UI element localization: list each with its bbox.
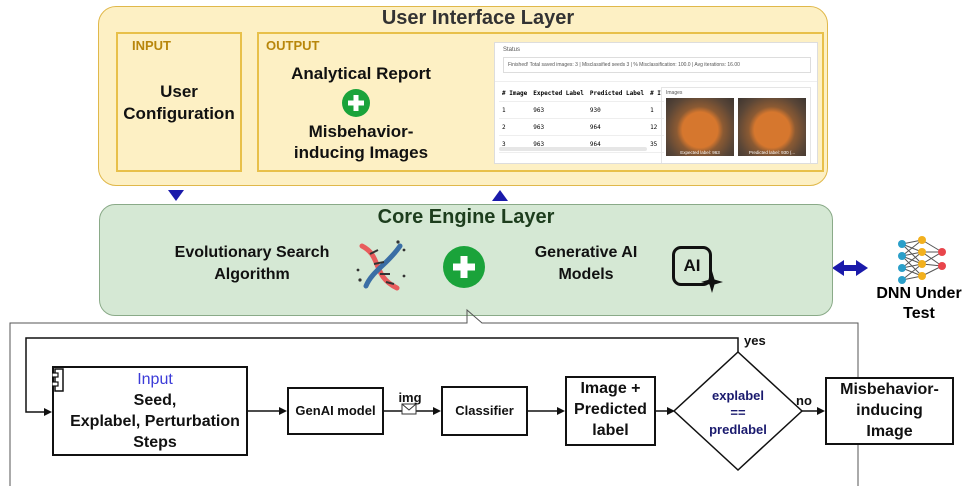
plus-icon — [443, 246, 485, 288]
table-cell: 1 — [499, 101, 531, 119]
user-config-line1: User — [160, 82, 198, 101]
table-cell: 963 — [530, 101, 587, 119]
table-cell: 12 — [647, 118, 664, 136]
misbehavior-images-line1: Misbehavior- — [308, 122, 414, 141]
genai-model-label: GenAI model — [295, 403, 376, 418]
evo-search-line1: Evolutionary Search — [174, 244, 330, 261]
input-line3: Steps — [133, 434, 177, 451]
classifier-label: Classifier — [455, 403, 514, 418]
input-title: Input — [137, 371, 173, 388]
input-line1: Seed, — [133, 392, 177, 409]
component-icon — [52, 368, 64, 392]
divider — [495, 81, 817, 82]
core-layer-title: Core Engine Layer — [377, 206, 555, 228]
input-section — [116, 32, 242, 172]
dnn-label-line1: DNN Under — [876, 285, 962, 302]
analytical-report-label: Analytical Report — [291, 64, 431, 83]
decision-line1: explabel — [711, 388, 765, 403]
dnn-label-line2: Test — [903, 305, 935, 322]
table-row: 1 963 930 1 — [499, 101, 664, 119]
plus-icon — [342, 89, 370, 117]
table-scrollbar[interactable] — [499, 147, 647, 151]
misbehavior-line1: Misbehavior- — [840, 381, 939, 398]
table-row: 2 963 964 12 — [499, 118, 664, 136]
down-arrow — [168, 190, 184, 201]
image-predicted-line3: label — [592, 422, 629, 439]
genai-models-line2: Models — [558, 266, 614, 283]
bidirectional-arrow — [832, 260, 868, 276]
ai-icon-text: AI — [683, 256, 701, 275]
table-header-cell: # Image — [499, 85, 531, 102]
table-cell: 963 — [530, 118, 587, 136]
input-line2: Explabel, Perturbation — [70, 413, 240, 430]
table-cell: 964 — [586, 118, 648, 136]
genai-model-box — [287, 387, 384, 435]
table-cell: 2 — [499, 118, 531, 136]
table-cell: 930 — [586, 101, 648, 119]
gallery-title: Images — [666, 90, 683, 96]
status-text: Finished! Total saved images: 3 | Miscla… — [508, 62, 740, 68]
neural-network-icon — [898, 236, 946, 284]
dna-icon — [356, 240, 406, 291]
input-section-label: INPUT — [132, 38, 171, 53]
table-header-cell: Expected Label — [530, 85, 587, 102]
img-label: img — [398, 390, 422, 405]
up-arrow — [492, 190, 508, 201]
output-section — [257, 32, 824, 172]
image-predicted-line1: Image + — [580, 380, 641, 397]
classifier-box — [441, 386, 528, 436]
decision-line3: predlabel — [709, 422, 767, 437]
gallery-image[interactable] — [738, 98, 806, 156]
gallery-caption: Predicted label: 930 (... — [748, 150, 796, 155]
output-section-label: OUTPUT — [266, 38, 320, 53]
status-bar: Finished! Total saved images: 3 | Miscla… — [503, 57, 811, 73]
genai-models-line1: Generative AI — [534, 244, 638, 261]
table-header-cell: # I — [647, 85, 664, 102]
table-cell: 1 — [647, 101, 664, 119]
misbehavior-line2: inducing — [856, 402, 923, 419]
status-title: Status — [503, 47, 521, 53]
table-header-row: # Image Expected Label Predicted Label #… — [499, 85, 664, 102]
no-label: no — [796, 393, 812, 408]
image-predicted-line2: Predicted — [574, 401, 647, 418]
output-screenshot: Status Finished! Total saved images: 3 |… — [494, 42, 818, 164]
table-header-cell: Predicted Label — [586, 85, 648, 102]
image-predicted-box — [565, 376, 656, 446]
misbehavior-image-box — [825, 377, 954, 445]
gallery-image[interactable] — [666, 98, 734, 156]
envelope-icon — [402, 404, 416, 414]
input-seed-box — [52, 366, 248, 456]
sparkle-icon — [701, 271, 723, 293]
ai-icon: AI — [672, 246, 712, 286]
decision-line2: == — [730, 405, 746, 420]
misbehavior-line3: Image — [866, 423, 913, 440]
yes-label: yes — [744, 333, 766, 348]
image-gallery: Images Expected label: 963 Predicted lab… — [661, 87, 811, 163]
ui-layer-title: User Interface Layer — [381, 7, 575, 29]
user-config-line2: Configuration — [123, 104, 235, 123]
gallery-caption: Expected label: 963 — [680, 150, 720, 155]
table-cell: 35 — [647, 135, 664, 153]
evo-search-line2: Algorithm — [214, 266, 290, 283]
misbehavior-images-line2: inducing Images — [293, 143, 429, 162]
